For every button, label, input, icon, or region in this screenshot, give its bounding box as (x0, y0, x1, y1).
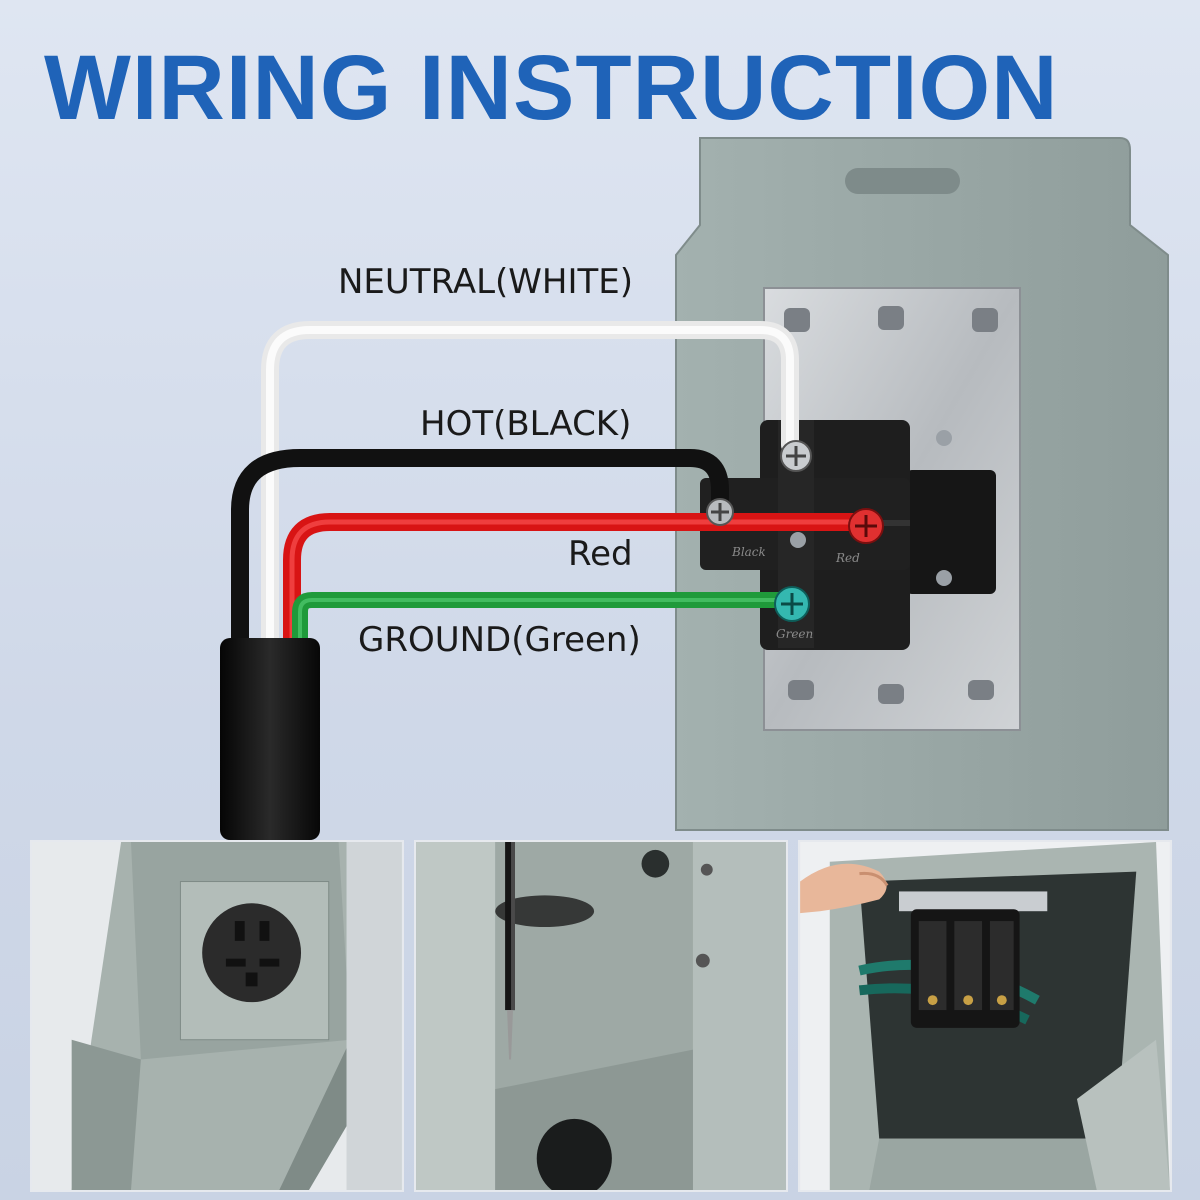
ground-wire-label: GROUND(Green) (358, 620, 641, 660)
terminal-mark-green: Green (776, 627, 813, 641)
page-title: WIRING INSTRUCTION (44, 37, 1059, 139)
screwdriver-photo (414, 840, 788, 1192)
hot-wire-label: HOT(BLACK) (420, 404, 632, 444)
terminal-mark-black: Black (731, 545, 766, 559)
hot-wire (231, 449, 729, 649)
cable-jacket (220, 638, 320, 840)
installed-outlet-photo (30, 840, 404, 1192)
screwdriver-icon (505, 842, 515, 1060)
hand-icon (800, 863, 889, 914)
outlet-face-icon (202, 903, 302, 1003)
ground-terminal-screw (774, 586, 810, 622)
neutral-wire-label: NEUTRAL(WHITE) (338, 262, 634, 302)
hot-terminal-screw (706, 498, 734, 526)
wiring-diagram: Black Red Green (220, 137, 1169, 840)
hand-installing-receptacle-photo (798, 840, 1172, 1192)
receptacle-icon (910, 909, 1020, 1028)
hanging-slot (845, 168, 960, 194)
neutral-terminal-screw (780, 440, 812, 472)
terminal-mark-red: Red (835, 551, 860, 565)
red-terminal-screw (848, 508, 884, 544)
red-wire-label: Red (568, 534, 633, 574)
